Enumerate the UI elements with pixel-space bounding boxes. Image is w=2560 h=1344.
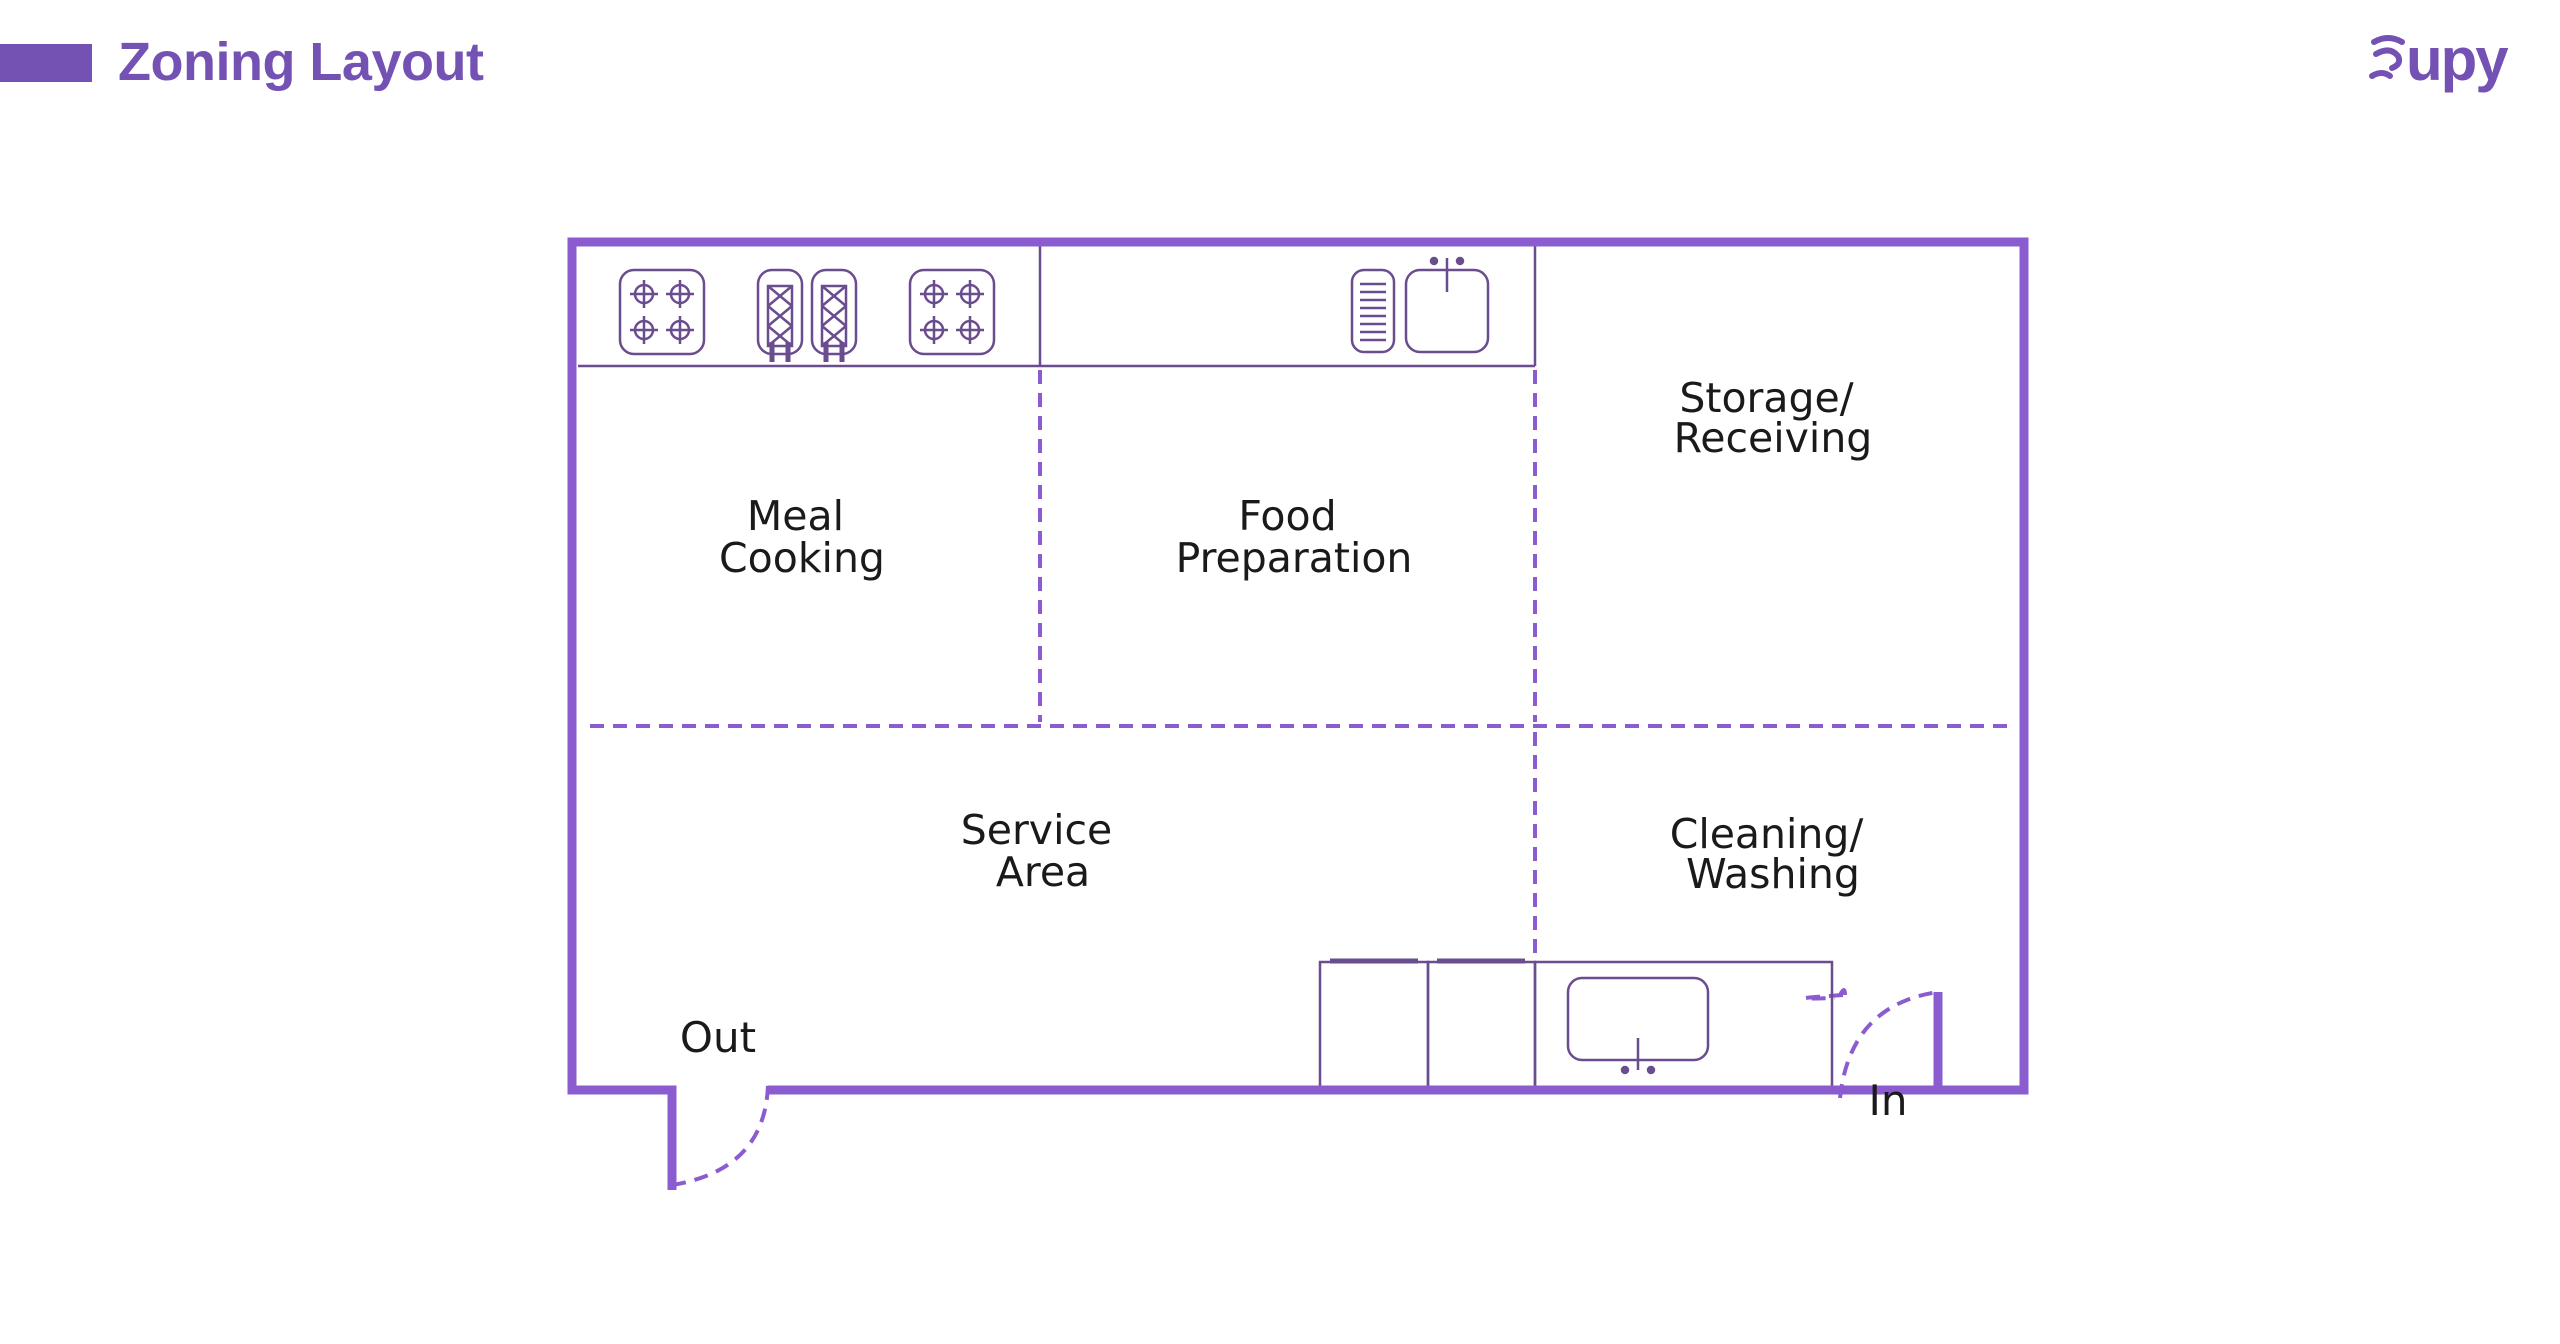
- sink-icon: [1404, 256, 1490, 354]
- stove-icon: [908, 268, 996, 356]
- zone-meal-cooking-line1: Meal: [747, 492, 844, 540]
- page-title: Zoning Layout: [118, 32, 484, 92]
- brand-logo: upy: [2368, 24, 2509, 96]
- washing-counter: [1533, 960, 1834, 1090]
- zone-storage-receiving-line2: Receiving: [1674, 414, 1873, 462]
- zone-dividers: [590, 370, 2014, 1187]
- counters: [578, 246, 1834, 1090]
- zone-meal-cooking: Meal Cooking: [719, 492, 885, 582]
- counter-unit-1: [1318, 960, 1430, 1090]
- grill-icon: [756, 268, 858, 356]
- zone-service-area-line1: Service: [961, 806, 1113, 854]
- grill-legs: [769, 342, 845, 362]
- door-in-label: In: [1868, 1076, 1907, 1125]
- door-swing-out: [671, 1084, 770, 1187]
- zone-food-preparation-line2: Preparation: [1176, 534, 1413, 582]
- zone-cleaning-washing: Cleaning/ Washing: [1670, 810, 1877, 898]
- zone-service-area: Service Area: [961, 806, 1126, 896]
- zone-food-preparation-line1: Food: [1238, 492, 1336, 540]
- zone-cleaning-washing-line1: Cleaning/: [1670, 810, 1864, 858]
- title-accent-bar: [0, 44, 92, 82]
- door-out-label: Out: [680, 1013, 756, 1062]
- drainboard-icon: [1350, 268, 1396, 354]
- zone-cleaning-washing-line2: Washing: [1686, 850, 1860, 898]
- zone-storage-receiving: Storage/ Receiving: [1674, 374, 1873, 462]
- zone-service-area-line2: Area: [996, 848, 1090, 896]
- zone-storage-receiving-line1: Storage/: [1679, 374, 1853, 422]
- supy-wave-icon: [2369, 35, 2405, 79]
- door-swing-in-arc: [1838, 990, 1939, 1099]
- door-swing-in: [1802, 988, 1847, 1001]
- zone-meal-cooking-line2: Cooking: [719, 534, 885, 582]
- brand-wordmark: upy: [2406, 26, 2509, 93]
- stove-icon: [618, 268, 706, 356]
- counter-unit-2: [1426, 960, 1537, 1090]
- sink-icon: [1566, 976, 1710, 1075]
- zone-food-preparation: Food Preparation: [1176, 492, 1413, 582]
